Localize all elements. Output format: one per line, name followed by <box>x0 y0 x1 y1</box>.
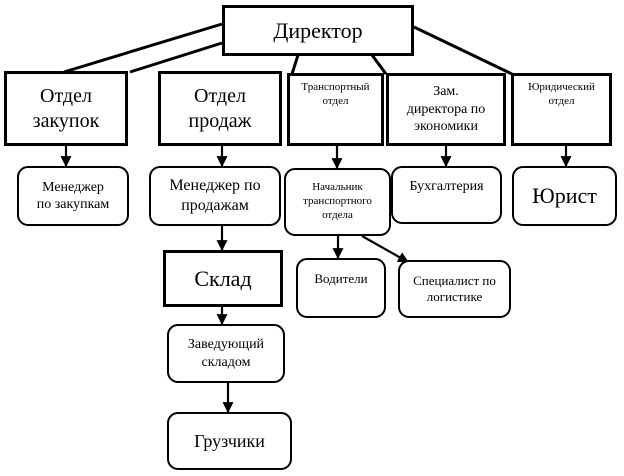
node-accounting-label: Бухгалтерия <box>409 179 484 194</box>
edge-director-sales <box>129 41 223 74</box>
node-lawyer: Юрист <box>512 166 617 226</box>
node-director-label: Директор <box>273 17 363 43</box>
node-logistics-specialist-label: Специалист по логистике <box>413 272 496 304</box>
node-deputy-director-label: Зам. директора по экономики <box>406 84 486 135</box>
node-purchasing-manager: Менеджер по закупкам <box>17 166 129 226</box>
node-purchasing-manager-label: Менеджер по закупкам <box>36 179 110 213</box>
node-sales-manager-label: Менеджер по продажам <box>169 177 261 214</box>
node-purchasing-dept: Отдел закупок <box>4 71 128 146</box>
edge-director-purchasing <box>63 22 223 74</box>
node-deputy-director: Зам. директора по экономики <box>386 73 506 146</box>
node-sales-manager: Менеджер по продажам <box>149 166 281 226</box>
node-sales-dept: Отдел продаж <box>158 71 282 146</box>
node-transport-head: Начальник транспортного отдела <box>284 168 391 236</box>
edge-transport-logistics <box>361 235 409 263</box>
node-director: Директор <box>222 5 414 56</box>
node-loaders: Грузчики <box>167 412 292 470</box>
node-warehouse-manager-label: Заведующий складом <box>187 337 265 370</box>
edge-director-transport <box>290 54 300 75</box>
node-purchasing-dept-label: Отдел закупок <box>32 84 100 132</box>
node-warehouse-manager: Заведующий складом <box>167 324 285 383</box>
node-legal-dept-label: Юридический отдел <box>528 81 595 107</box>
node-drivers: Водители <box>296 258 386 318</box>
node-accounting: Бухгалтерия <box>391 166 502 224</box>
node-transport-dept-label: Транспортный отдел <box>301 81 370 107</box>
node-loaders-label: Грузчики <box>194 430 265 451</box>
node-transport-dept: Транспортный отдел <box>287 73 384 146</box>
node-drivers-label: Водители <box>314 271 368 286</box>
node-warehouse-label: Склад <box>194 265 252 291</box>
node-lawyer-label: Юрист <box>532 183 597 209</box>
node-legal-dept: Юридический отдел <box>511 73 612 146</box>
edge-director-legal <box>413 25 513 76</box>
node-logistics-specialist: Специалист по логистике <box>398 260 511 318</box>
node-transport-head-label: Начальник транспортного отдела <box>303 181 372 221</box>
node-warehouse: Склад <box>163 250 283 307</box>
node-sales-dept-label: Отдел продаж <box>188 84 252 132</box>
edge-director-deputy <box>370 54 388 75</box>
